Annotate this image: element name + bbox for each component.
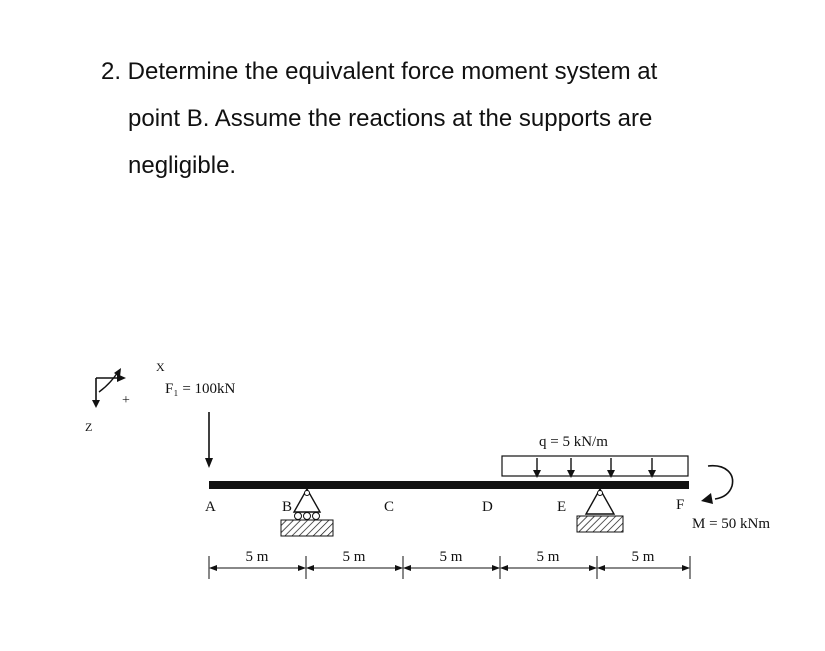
distributed-load-label: q = 5 kN/m [539, 434, 608, 450]
support-e-pin [597, 490, 603, 496]
support-b-roller [303, 512, 311, 520]
support-b-roller [294, 512, 302, 520]
applied-moment: M = 50 kNm [692, 464, 770, 532]
point-labels: A B C D E F [205, 497, 684, 515]
point-label-f: F [676, 497, 684, 513]
rotation-arc [98, 371, 119, 393]
support-e-triangle [584, 487, 616, 515]
dimension-label-de: 5 m [537, 549, 560, 565]
axes-icon: X + Z [85, 360, 165, 434]
force-arrowhead [205, 458, 213, 468]
point-label-e: E [557, 499, 566, 515]
point-label-c: C [384, 499, 394, 515]
support-e [576, 487, 624, 533]
rotation-arrowhead [114, 368, 121, 377]
dimension-label-ab: 5 m [246, 549, 269, 565]
moment-arc [707, 464, 734, 500]
beam [209, 481, 689, 489]
moment-arrowhead [701, 493, 713, 504]
x-axis-label: X [156, 360, 165, 374]
dimension-label-cd: 5 m [440, 549, 463, 565]
load-outline [501, 455, 689, 477]
distributed-load: q = 5 kN/m [501, 434, 689, 478]
support-b-pin [304, 490, 310, 496]
dimension-label-bc: 5 m [343, 549, 366, 565]
problem-line-3: negligible. [128, 152, 237, 179]
support-b [280, 487, 334, 537]
problem-line-2: point B. Assume the reactions at the sup… [128, 105, 653, 132]
z-axis-label: Z [85, 420, 92, 434]
point-label-d: D [482, 499, 493, 515]
z-axis-arrowhead [92, 400, 100, 408]
problem-line-1: 2. Determine the equivalent force moment… [101, 58, 658, 85]
moment-label: M = 50 kNm [692, 516, 770, 532]
point-label-a: A [205, 499, 216, 515]
load-arrows [533, 458, 656, 478]
dimension-line: 5 m 5 m 5 m 5 m 5 m [208, 549, 691, 579]
sign-label: + [122, 393, 130, 408]
dimension-label-ef: 5 m [632, 549, 655, 565]
support-e-ground [576, 515, 624, 533]
support-b-ground [280, 519, 334, 537]
point-label-b: B [282, 499, 292, 515]
support-b-roller [312, 512, 320, 520]
force-label: F₁ = 100kN [165, 381, 236, 397]
point-force-f1: F₁ = 100kN [165, 381, 236, 468]
